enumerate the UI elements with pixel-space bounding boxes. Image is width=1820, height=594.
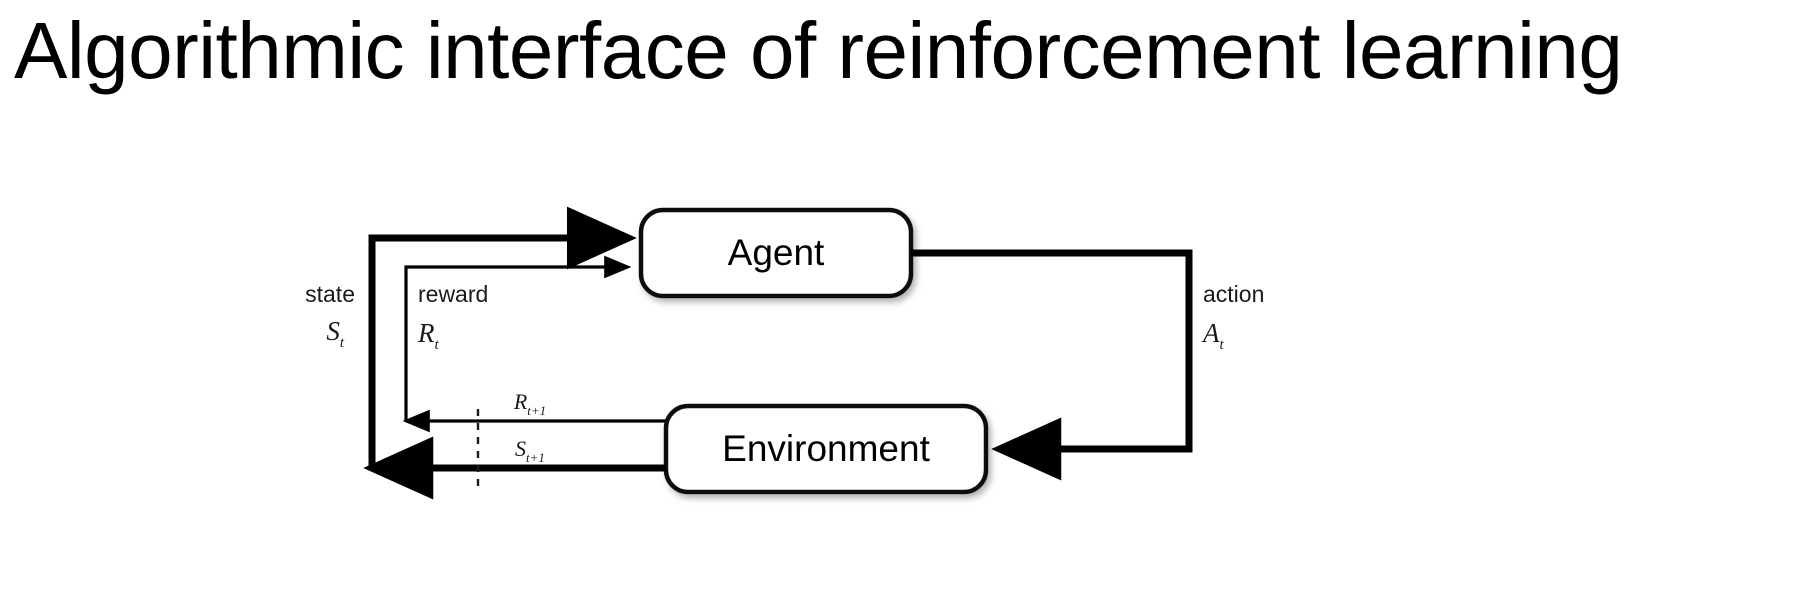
node-agent[interactable]: Agent [638, 207, 914, 299]
rl-diagram-container: Agent Environment [0, 150, 1820, 594]
state-symbol: S [326, 316, 340, 346]
label-reward: reward Rt [417, 281, 488, 353]
edge-reward [402, 255, 666, 433]
label-state: state St [305, 281, 355, 351]
next-state-symbol: S [515, 436, 526, 461]
next-reward-subscript: t+1 [527, 403, 546, 418]
reward-word-label: reward [418, 281, 488, 307]
reward-subscript: t [435, 337, 440, 353]
action-symbol: A [1201, 318, 1220, 348]
reward-arrow-path [404, 255, 632, 421]
edge-state [363, 206, 666, 500]
next-reward-symbol: R [513, 389, 528, 414]
action-word-label: action [1203, 281, 1264, 307]
action-symbol-label: At [1201, 318, 1225, 353]
next-state-subscript: t+1 [526, 450, 545, 465]
environment-box[interactable] [663, 403, 989, 495]
action-subscript: t [1220, 337, 1225, 353]
node-environment[interactable]: Environment [663, 403, 989, 495]
agent-box-label: Agent [728, 232, 825, 273]
edge-action [911, 249, 1193, 481]
page-title: Algorithmic interface of reinforcement l… [14, 6, 1623, 95]
label-action: action At [1201, 281, 1264, 353]
state-subscript: t [340, 335, 345, 351]
reward-symbol-label: Rt [417, 318, 440, 353]
agent-environment-loop-diagram: Agent Environment [305, 206, 1264, 500]
reward-symbol: R [417, 318, 435, 348]
environment-box-label: Environment [722, 428, 930, 469]
state-arrow-path [368, 206, 637, 468]
action-arrow-path [911, 249, 1193, 481]
state-symbol-label: St [326, 316, 345, 351]
label-next-state: St+1 [515, 436, 545, 465]
state-word-label: state [305, 281, 355, 307]
next-state-symbol-label: St+1 [515, 436, 545, 465]
next-reward-symbol-label: Rt+1 [513, 389, 546, 418]
label-next-reward: Rt+1 [513, 389, 546, 418]
